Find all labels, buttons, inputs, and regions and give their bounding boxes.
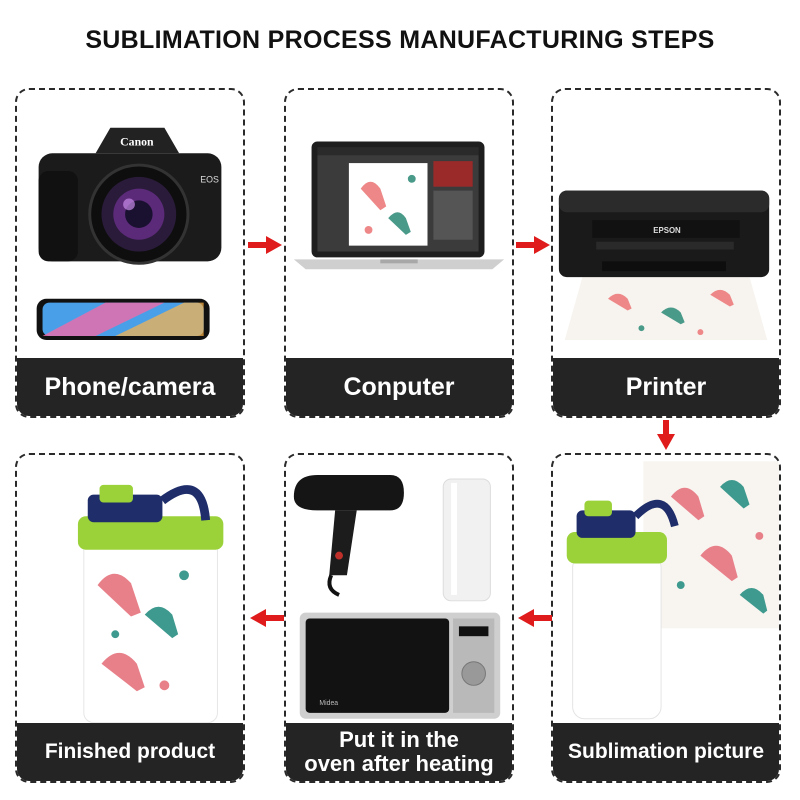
step-label: Put it in the oven after heating xyxy=(286,723,512,781)
step-label: Printer xyxy=(553,358,779,416)
printer-brand-text: EPSON xyxy=(653,226,681,235)
sublimation-bottle-illustration xyxy=(566,461,779,720)
dryer-oven-illustration: Midea xyxy=(293,475,501,719)
step-label: Phone/camera xyxy=(17,358,243,416)
step-label: Finished product xyxy=(17,723,243,781)
step-label: Sublimation picture xyxy=(553,723,779,781)
step-card-sublimation-picture: Sublimation picture xyxy=(551,453,781,783)
arrow-right-icon xyxy=(248,236,282,254)
step-card-computer: Conputer xyxy=(284,88,514,418)
step-label-line2: oven after heating xyxy=(304,751,494,776)
step-card-phone-camera: Canon EOS Phone/camera xyxy=(15,88,245,418)
page-title: SUBLIMATION PROCESS MANUFACTURING STEPS xyxy=(85,26,715,54)
microwave-brand-text: Midea xyxy=(319,700,338,707)
camera-brand-text: Canon xyxy=(120,134,154,148)
arrow-left-icon xyxy=(250,609,284,627)
step-card-printer: EPSON Printer xyxy=(551,88,781,418)
step-label-line1: Put it in the xyxy=(339,727,459,752)
arrow-down-icon xyxy=(657,420,675,450)
camera-phone-illustration: Canon EOS xyxy=(36,127,222,340)
step-card-oven: Midea Put it in the oven after heating xyxy=(284,453,514,783)
step-label: Conputer xyxy=(286,358,512,416)
laptop-illustration xyxy=(293,141,505,270)
arrow-right-icon xyxy=(516,236,550,254)
camera-model-text: EOS xyxy=(200,175,219,185)
finished-bottle-illustration xyxy=(77,484,224,724)
printer-illustration: EPSON xyxy=(558,190,770,340)
arrow-left-icon xyxy=(518,609,552,627)
step-card-finished-product: Finished product xyxy=(15,453,245,783)
